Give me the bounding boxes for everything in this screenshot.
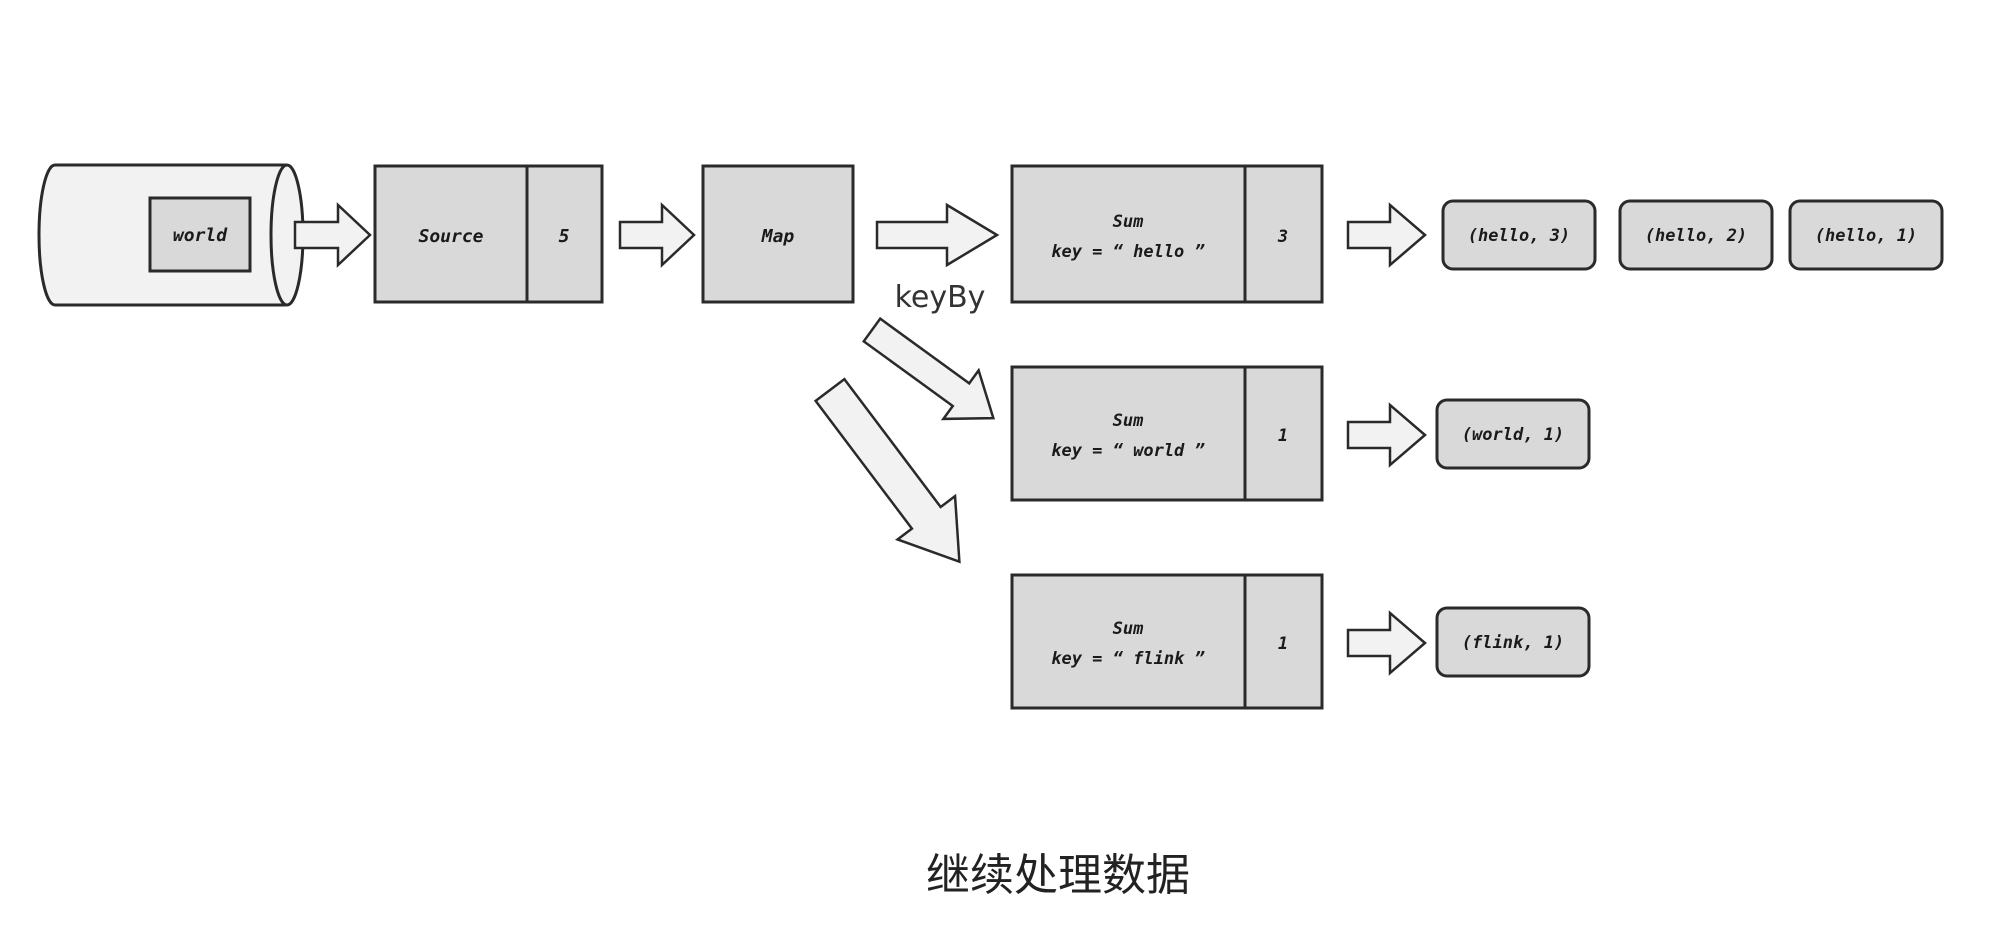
- output-world-1-label: (world, 1): [1462, 425, 1564, 445]
- sum-hello-count: 3: [1277, 227, 1288, 247]
- sum-operator-world: Sum key = “ world ” 1: [1010, 365, 1324, 502]
- arrow-sum-world-to-output: [1346, 402, 1427, 468]
- arrow-queue-to-source: [293, 202, 372, 268]
- source-operator: Source 5: [373, 164, 604, 304]
- message-queue: world: [37, 163, 305, 307]
- queue-item-label: world: [173, 225, 228, 246]
- map-label: Map: [761, 226, 795, 247]
- output-world-1: (world, 1): [1435, 398, 1591, 470]
- map-operator: Map: [701, 164, 855, 304]
- output-hello-2-label: (hello, 2): [1645, 226, 1747, 246]
- sum-flink-count: 1: [1278, 634, 1288, 654]
- keyby-label: keyBy: [895, 280, 986, 315]
- output-hello-1-label: (hello, 1): [1815, 226, 1917, 246]
- arrow-sum-hello-to-output: [1346, 202, 1427, 268]
- output-hello-3-label: (hello, 3): [1468, 226, 1570, 246]
- sum-world-title: Sum: [1113, 411, 1144, 431]
- sum-world-count: 1: [1278, 426, 1288, 446]
- source-label: Source: [418, 226, 483, 247]
- output-flink-1: (flink, 1): [1435, 606, 1591, 678]
- output-flink-1-label: (flink, 1): [1462, 633, 1564, 653]
- arrow-sum-flink-to-output: [1346, 610, 1427, 676]
- sum-operator-hello: Sum key = “ hello ” 3: [1010, 164, 1324, 304]
- sum-operator-flink: Sum key = “ flink ” 1: [1010, 573, 1324, 710]
- arrow-map-to-sum-hello: [875, 202, 1000, 268]
- figure-caption: 继续处理数据: [926, 850, 1190, 901]
- sum-flink-title: Sum: [1113, 619, 1144, 639]
- output-hello-1: (hello, 1): [1788, 199, 1944, 271]
- output-hello-3: (hello, 3): [1441, 199, 1597, 271]
- arrow-source-to-map: [618, 202, 696, 268]
- arrow-map-to-sum-world: [862, 316, 996, 421]
- arrow-map-to-sum-flink: [813, 377, 961, 564]
- output-hello-2: (hello, 2): [1618, 199, 1774, 271]
- sum-hello-title: Sum: [1113, 212, 1144, 232]
- sum-world-key: key = “ world ”: [1051, 441, 1205, 461]
- sum-flink-key: key = “ flink ”: [1051, 649, 1205, 669]
- source-count: 5: [559, 226, 570, 247]
- sum-hello-key: key = “ hello ”: [1051, 242, 1205, 262]
- queue-item-box: [148, 196, 252, 273]
